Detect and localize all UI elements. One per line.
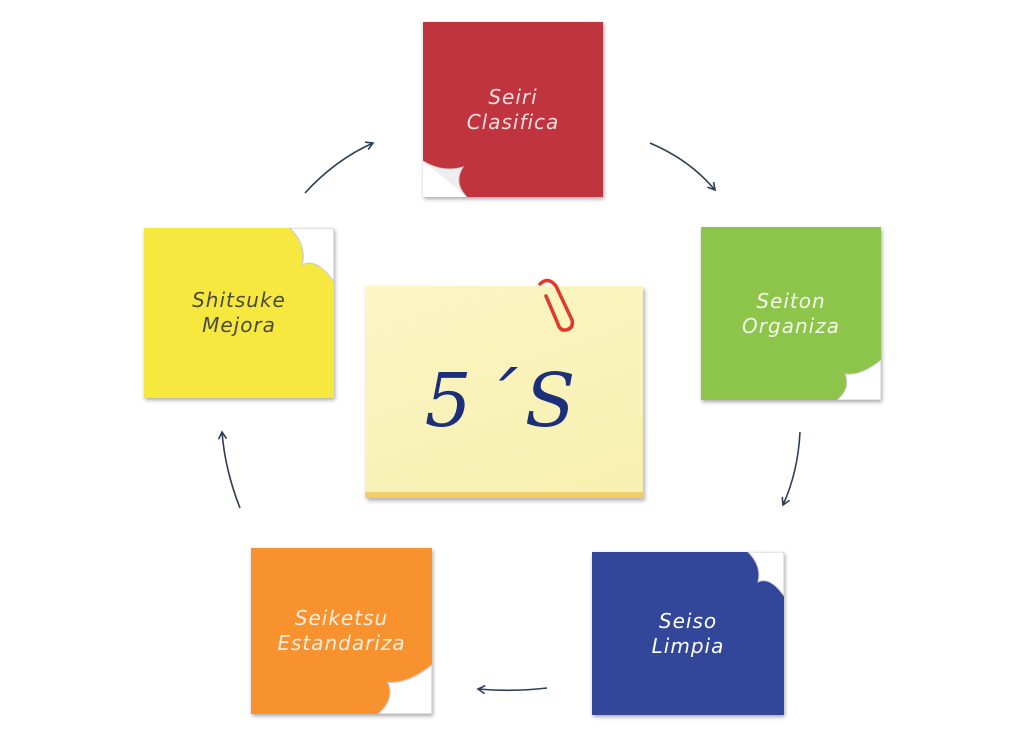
arrow-seiketsu-to-shitsuke [217,430,241,509]
paperclip-icon [538,278,575,332]
page-curl-icon [747,552,784,596]
note-seiketsu-meaning: Estandariza [277,631,406,655]
center-title: 5´S [424,358,584,444]
page-curl-icon [288,228,334,282]
note-seiketsu-name: Seiketsu [294,606,389,630]
note-seiton: Seiton Organiza [701,227,881,400]
arrow-seiso-to-seiketsu [476,684,548,695]
note-seiton-meaning: Organiza [742,313,840,338]
page-curl-icon [837,359,881,400]
note-seiri: Seiri Clasifica [423,22,603,197]
arrow-seiri-to-seiton [649,142,717,192]
note-seiso-name: Seiso [658,608,718,633]
note-shitsuke-meaning: Mejora [202,313,276,337]
note-seiri-meaning: Clasifica [466,109,560,134]
note-seiri-name: Seiri [488,84,538,109]
page-curl-icon [423,160,467,197]
page-curl-icon [378,664,432,714]
arrow-seiton-to-seiso [781,431,801,507]
note-shitsuke: Shitsuke Mejora [144,228,334,398]
note-seiton-name: Seiton [756,288,826,313]
arrow-shitsuke-to-seiri [304,141,375,194]
note-seiketsu: Seiketsu Estandariza [251,548,432,714]
note-seiso-meaning: Limpia [651,633,725,658]
note-seiso: Seiso Limpia [592,552,784,715]
note-shitsuke-name: Shitsuke [192,288,286,312]
center-note: 5´S [365,286,643,498]
